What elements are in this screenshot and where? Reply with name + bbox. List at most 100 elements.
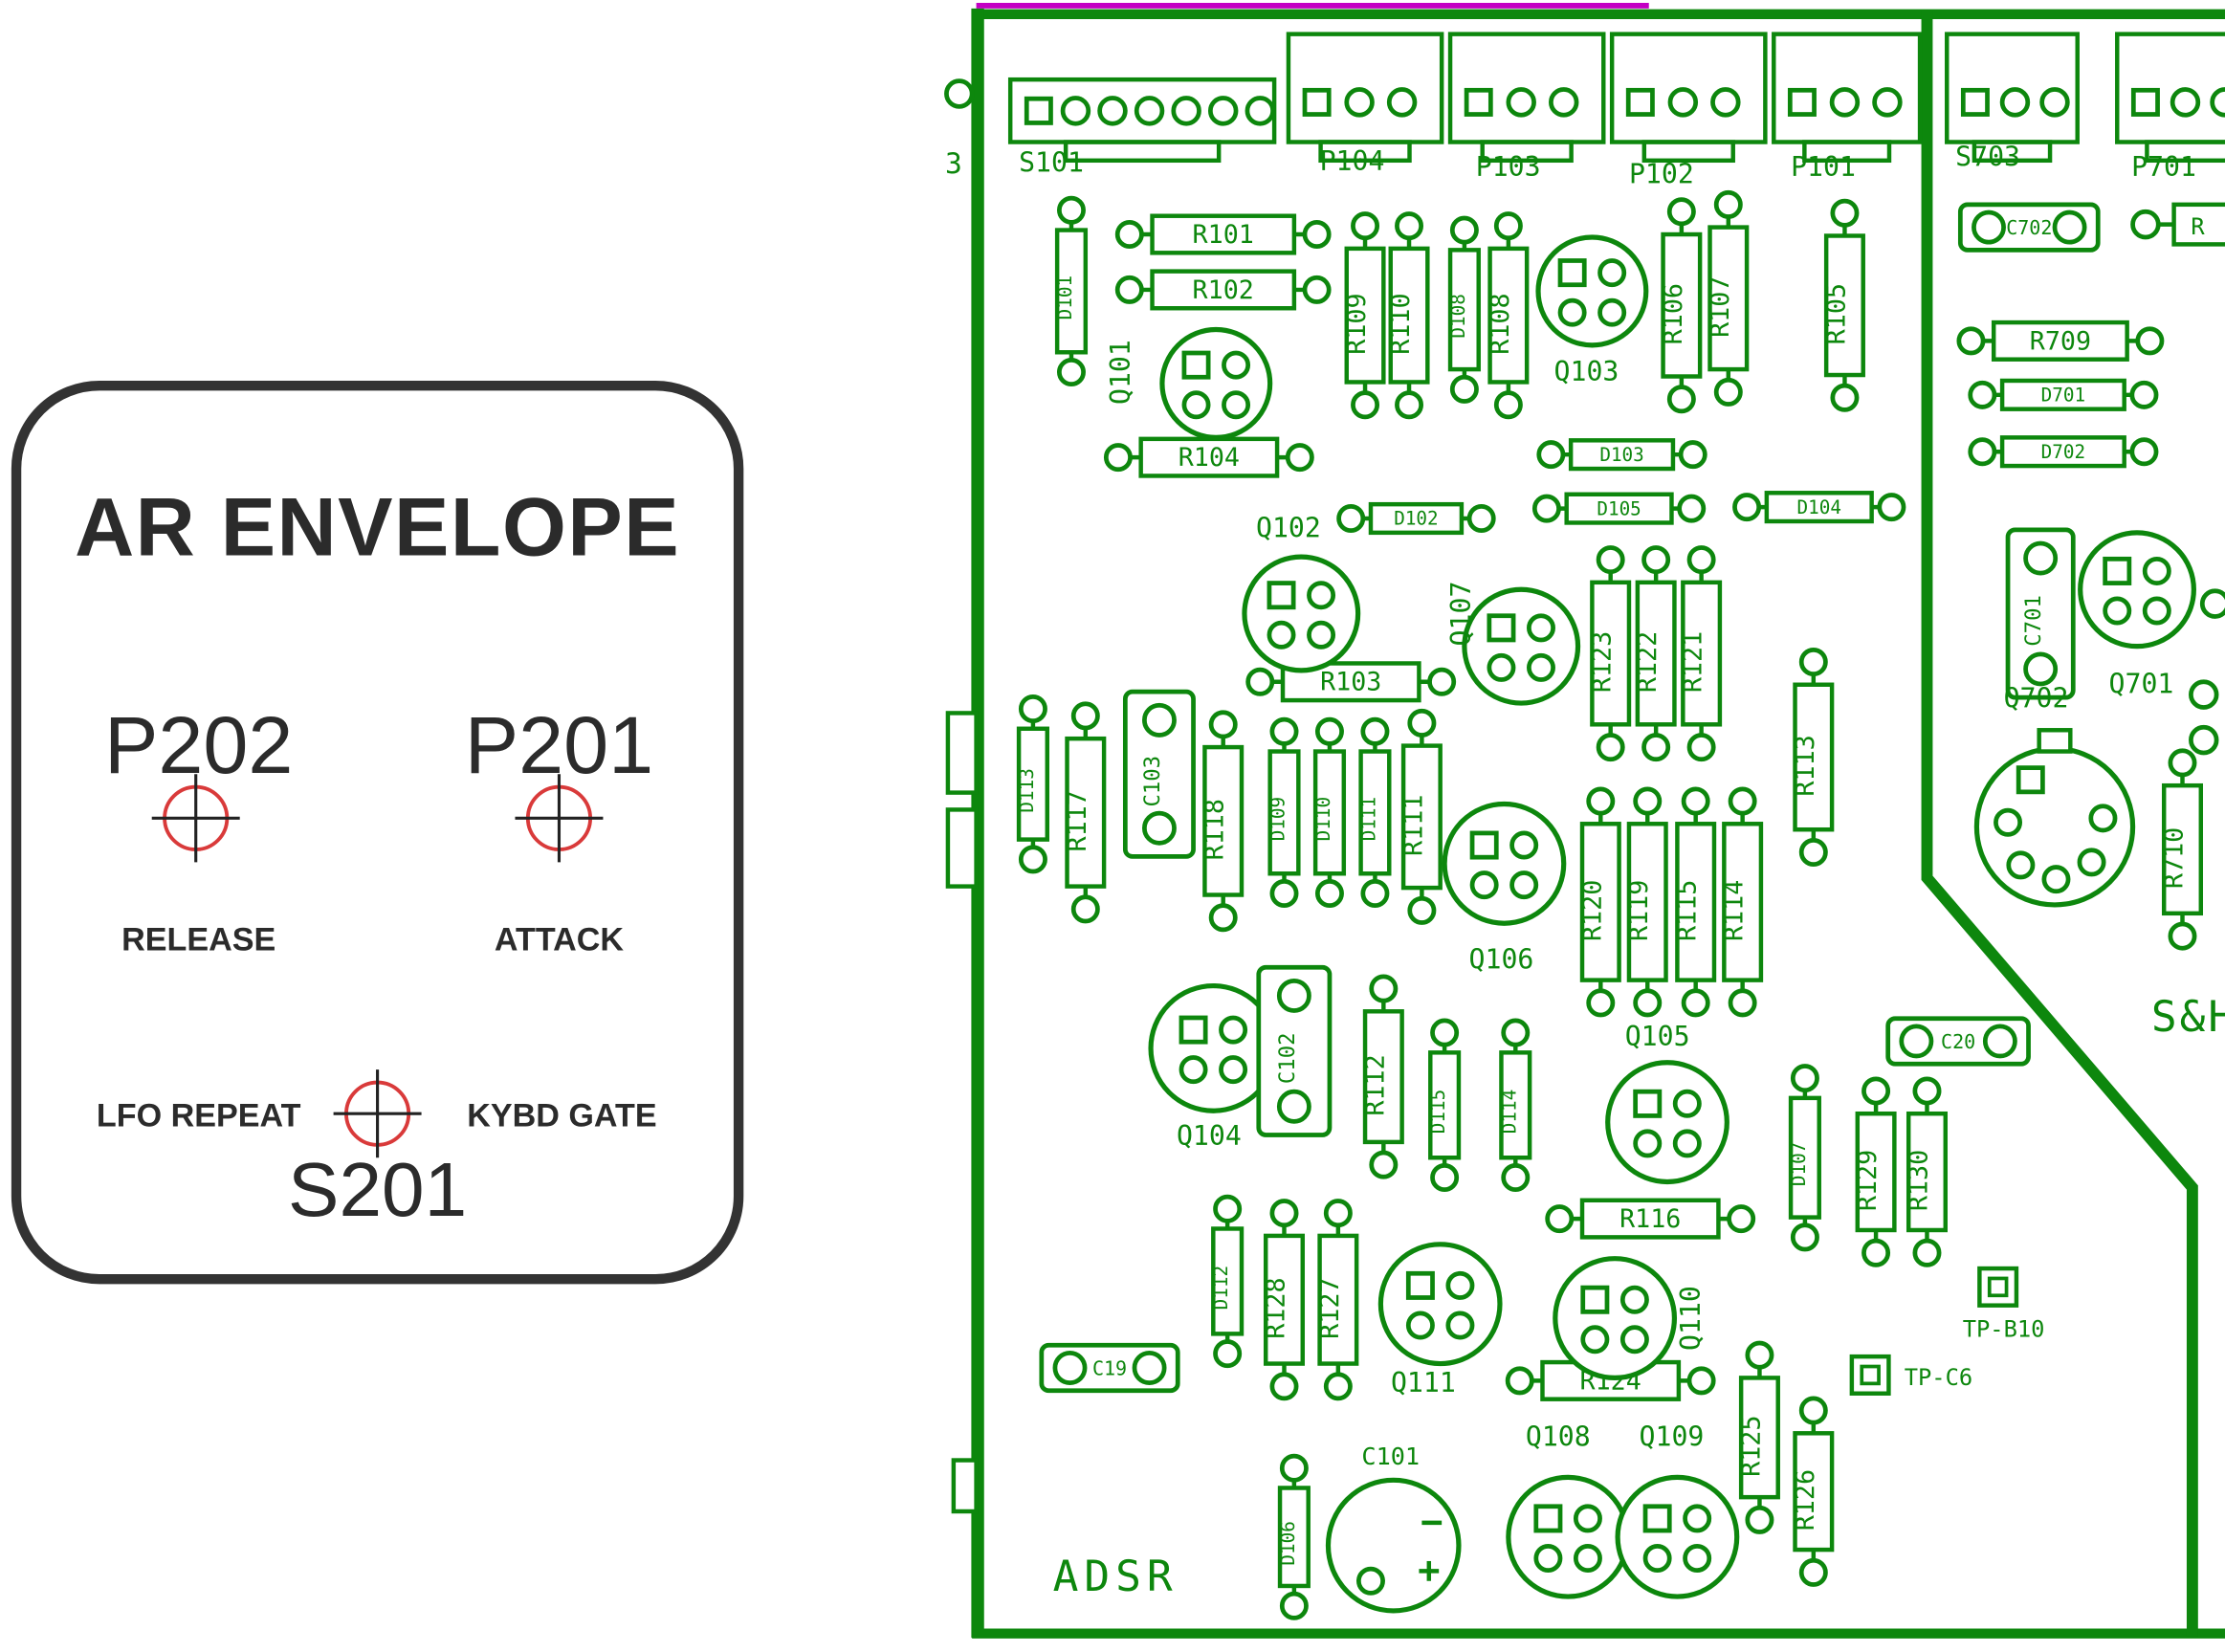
svg-text:R116: R116 (1619, 1204, 1681, 1234)
svg-text:D108: D108 (1447, 294, 1469, 338)
pcb-capacitor-C701: C701 (2005, 527, 2076, 700)
pcb-transistor-Q110: Q110 (1553, 1256, 1707, 1381)
pcb-diode-D107: D107 (1788, 1064, 1821, 1252)
svg-text:R110: R110 (1386, 293, 1416, 354)
svg-text:C19: C19 (1092, 1356, 1127, 1379)
pcb-transistor-Q111: Q111 (1377, 1242, 1503, 1399)
svg-text:D112: D112 (1210, 1266, 1232, 1310)
pcb-diode-D114: D114 (1498, 1018, 1532, 1193)
svg-text:Q109: Q109 (1640, 1421, 1705, 1453)
svg-text:R126: R126 (1791, 1469, 1820, 1531)
svg-text:P101: P101 (1791, 151, 1856, 183)
svg-text:S101: S101 (1019, 147, 1084, 179)
pcb-resistor-R109: R109 (1342, 211, 1386, 420)
pcb-connector-P102: P102 (1609, 32, 1768, 190)
svg-text:D702: D702 (2041, 441, 2085, 463)
pot-ref-p202: P202 (103, 700, 294, 792)
svg-text:R113: R113 (1791, 735, 1820, 796)
pcb-diode-D104: D104 (1732, 491, 1906, 524)
svg-text:ADSR: ADSR (1053, 1553, 1179, 1601)
pcb-resistor-R106: R106 (1659, 197, 1703, 414)
svg-text:P701: P701 (2131, 151, 2196, 183)
svg-text:P103: P103 (1476, 151, 1541, 183)
svg-text:R115: R115 (1673, 880, 1703, 941)
svg-text:R709: R709 (2030, 326, 2091, 356)
pcb-resistor-R103: R103 (1245, 661, 1457, 703)
pcb-resistor-R113: R113 (1791, 647, 1835, 867)
pcb-connector-P101: P101 (1772, 32, 1923, 183)
pcb-resistor-R114: R114 (1720, 786, 1764, 1018)
pcb-connector-P103: P103 (1447, 32, 1606, 183)
pcb-transistor-Q107: Q107 (1445, 582, 1581, 706)
svg-text:D111: D111 (1357, 797, 1379, 841)
svg-text:3: 3 (945, 146, 962, 180)
svg-text:C20: C20 (1941, 1030, 1975, 1053)
pcb-resistor-R127: R127 (1315, 1199, 1359, 1401)
svg-text:C701: C701 (2021, 595, 2046, 647)
pcb-connector-S101: S101 (1007, 77, 1277, 179)
svg-text:Q701: Q701 (2109, 669, 2174, 700)
svg-text:Q111: Q111 (1391, 1367, 1456, 1399)
panel-title: AR ENVELOPE (75, 481, 681, 574)
svg-text:S&H: S&H (2151, 993, 2225, 1042)
pcb-transistor-Q108: Q108 (1506, 1421, 1631, 1599)
svg-text:Q110: Q110 (1675, 1286, 1707, 1351)
pcb-diode-D106: D106 (1277, 1453, 1311, 1620)
svg-text:R112: R112 (1360, 1054, 1390, 1115)
svg-text:P102: P102 (1629, 159, 1694, 190)
pcb-testpoint-TP-B10: TP-B10 (1963, 1266, 2045, 1342)
pcb-transistor-Q109: Q109 (1615, 1421, 1740, 1599)
pcb-resistor-R112: R112 (1360, 974, 1404, 1179)
pcb-diode-D101: D101 (1054, 195, 1089, 387)
pcb-resistor-R117: R117 (1063, 701, 1107, 924)
svg-text:R125: R125 (1736, 1416, 1766, 1477)
switch-label-kybd-gate: KYBD GATE (467, 1096, 657, 1134)
pcb-diode-D102: D102 (1336, 501, 1496, 536)
svg-text:R: R (2191, 213, 2205, 240)
svg-text:Q702: Q702 (2004, 682, 2069, 714)
pcb-resistor-R122: R122 (1633, 545, 1677, 762)
svg-text:R114: R114 (1720, 880, 1750, 941)
svg-text:D101: D101 (1054, 275, 1076, 319)
svg-text:R118: R118 (1201, 799, 1230, 860)
pcb-connector-P701: P701 (2115, 32, 2225, 183)
pcb-diode-D111: D111 (1357, 716, 1392, 909)
pcb-transistor-Q102: Q102 (1242, 512, 1361, 673)
pcb-resistor-R130: R130 (1904, 1076, 1948, 1267)
svg-text:Q104: Q104 (1177, 1120, 1242, 1152)
pcb-resistor-R709: R709 (1956, 319, 2165, 362)
pot-crosshair-marker-icon (151, 774, 240, 863)
pcb-transistor-Q101: Q101 (1105, 326, 1273, 440)
pcb-capacitor-C19: C19 (1039, 1342, 1180, 1394)
svg-text:R127: R127 (1315, 1277, 1345, 1338)
svg-text:D107: D107 (1788, 1142, 1810, 1186)
svg-text:R101: R101 (1193, 220, 1254, 250)
pcb-resistor-R125: R125 (1736, 1340, 1780, 1534)
svg-text:D115: D115 (1427, 1090, 1449, 1134)
svg-text:D104: D104 (1797, 496, 1841, 518)
pcb-left-edge-partials (945, 711, 979, 1514)
svg-text:D106: D106 (1277, 1521, 1299, 1565)
pot-crosshair-marker-icon (515, 774, 604, 863)
pcb-resistor-R115: R115 (1673, 786, 1717, 1018)
pcb-diode-D701: D701 (1968, 378, 2159, 411)
svg-text:R128: R128 (1262, 1277, 1291, 1338)
pcb-resistor-R128: R128 (1262, 1199, 1306, 1401)
svg-text:R122: R122 (1633, 631, 1663, 693)
svg-text:R104: R104 (1179, 443, 1240, 473)
pcb-transistor-Q105: Q105 (1605, 1021, 1729, 1185)
pcb-resistor-R101: R101 (1114, 213, 1332, 255)
svg-text:Q105: Q105 (1625, 1021, 1690, 1052)
pcb-diode-D110: D110 (1312, 716, 1347, 909)
pcb-resistor-R102: R102 (1114, 269, 1332, 311)
svg-text:D114: D114 (1498, 1090, 1520, 1134)
pcb-transistor-Q701: Q701 (2078, 530, 2196, 700)
pcb-transistor-Q103: Q103 (1535, 234, 1649, 387)
pcb-resistor-R119: R119 (1624, 786, 1668, 1018)
pcb-resistor-R104: R104 (1103, 436, 1314, 478)
svg-text:C702: C702 (2006, 216, 2052, 239)
svg-text:R111: R111 (1399, 795, 1428, 856)
svg-text:TP-B10: TP-B10 (1963, 1315, 2045, 1342)
